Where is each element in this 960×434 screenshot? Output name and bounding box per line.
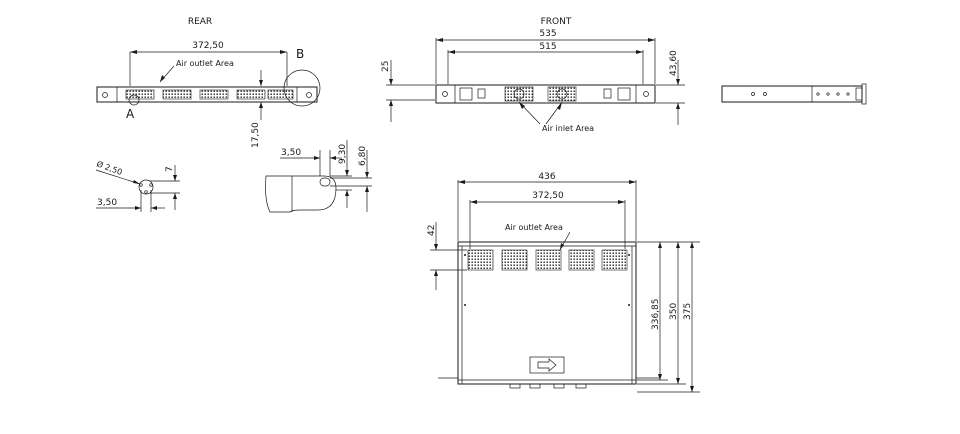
rear-width-label: 372,50 bbox=[192, 41, 224, 51]
front-panel-body bbox=[435, 84, 656, 104]
rear-panel-body bbox=[96, 86, 318, 103]
front-switch-right bbox=[617, 87, 631, 101]
top-grill-4 bbox=[568, 249, 595, 271]
rear-grill-3 bbox=[199, 89, 229, 100]
top-outer-label: 436 bbox=[538, 172, 555, 182]
top-grill-1 bbox=[467, 249, 494, 271]
detail-b-height2-label: 6,80 bbox=[358, 146, 368, 166]
top-depth1-label: 336,85 bbox=[651, 299, 661, 331]
top-grill-5 bbox=[601, 249, 628, 271]
rear-grill-4 bbox=[236, 89, 266, 100]
rear-air-outlet-label: Air outlet Area bbox=[176, 59, 234, 68]
front-fan-right bbox=[556, 88, 568, 100]
detail-b: 3,50 9,30 6,80 bbox=[265, 140, 372, 213]
rear-view-title: REAR bbox=[188, 17, 212, 27]
detail-a-horizontal-label: 3,50 bbox=[97, 198, 117, 208]
side-panel-body bbox=[721, 85, 863, 103]
detail-b-bracket bbox=[265, 175, 337, 213]
side-view bbox=[721, 83, 867, 105]
rear-grill-2 bbox=[162, 89, 192, 100]
label-b: B bbox=[296, 47, 304, 61]
top-grill-2 bbox=[501, 249, 528, 271]
front-psu-left bbox=[504, 86, 534, 102]
detail-b-circle bbox=[283, 69, 321, 107]
rear-view: 372,50 Air outlet Area B A 17,50 bbox=[96, 41, 321, 148]
label-a: A bbox=[126, 107, 135, 121]
front-outer-label: 535 bbox=[539, 29, 556, 39]
front-height-label: 43,60 bbox=[669, 50, 679, 76]
detail-a-hole bbox=[138, 179, 154, 195]
top-air-outlet-label: Air outlet Area bbox=[505, 223, 563, 232]
top-grill-3 bbox=[535, 249, 562, 271]
detail-a-circle bbox=[128, 94, 140, 106]
top-depth2-label: 350 bbox=[669, 303, 679, 320]
detail-a: Ø 2,50 7 3,50 bbox=[95, 158, 180, 212]
top-airflow-indicator bbox=[529, 356, 565, 374]
front-led-left bbox=[477, 88, 486, 99]
front-mount-hole-right bbox=[643, 91, 649, 97]
front-led-right bbox=[603, 88, 612, 99]
detail-a-vertical-label: 7 bbox=[165, 166, 175, 172]
top-chassis-body bbox=[457, 241, 637, 385]
rear-mount-hole-right bbox=[306, 92, 312, 98]
detail-b-height1-label: 9,30 bbox=[338, 144, 348, 164]
top-view: 436 372,50 Air outlet Area 42 336,85 350 bbox=[427, 172, 700, 393]
front-air-inlet-label: Air inlet Area bbox=[542, 124, 594, 133]
front-mount-hole-left bbox=[442, 91, 448, 97]
top-left-label: 42 bbox=[427, 225, 437, 236]
front-fan-left bbox=[513, 88, 525, 100]
front-inner-label: 515 bbox=[539, 42, 556, 52]
rear-mount-hole-left bbox=[102, 92, 108, 98]
front-left-label: 25 bbox=[381, 61, 391, 72]
front-view-title: FRONT bbox=[541, 17, 572, 27]
detail-b-width-label: 3,50 bbox=[281, 148, 301, 158]
front-switch-left bbox=[459, 87, 473, 101]
top-depth3-label: 375 bbox=[683, 303, 693, 320]
front-view: 535 515 43,60 25 Air inlet Area bbox=[381, 29, 685, 133]
detail-b-slot bbox=[319, 177, 331, 187]
rear-grill-1 bbox=[125, 89, 155, 100]
side-front-ear bbox=[861, 83, 867, 105]
top-inner-label: 372,50 bbox=[532, 191, 564, 201]
front-psu-right bbox=[547, 86, 577, 102]
airflow-arrow-icon bbox=[537, 358, 557, 372]
rear-grill-5 bbox=[267, 89, 294, 100]
rear-height-label: 17,50 bbox=[251, 122, 261, 148]
